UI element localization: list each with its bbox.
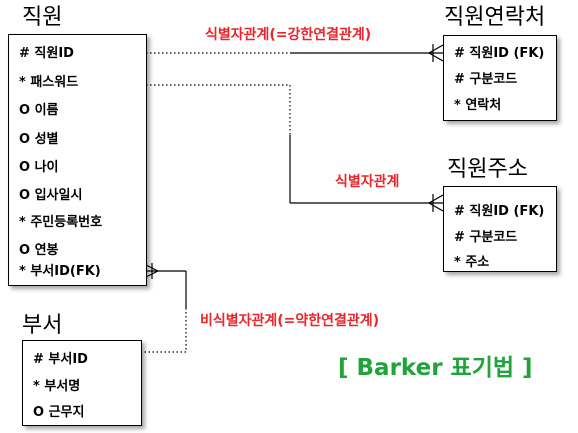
attribute: # 부서ID bbox=[33, 352, 88, 367]
attribute: O 이름 bbox=[19, 103, 59, 118]
relationship-label-non-identifying-weak: 비식별자관계(=약한연결관계) bbox=[200, 313, 380, 329]
relationship-label-identifying-strong: 식별자관계(=강한연결관계) bbox=[205, 27, 372, 43]
entity-title-employee-contact: 직원연락처 bbox=[444, 5, 546, 30]
attribute: * 부서명 bbox=[33, 379, 81, 394]
attribute: # 구분코드 bbox=[454, 72, 518, 87]
attribute: # 직원ID (FK) bbox=[454, 204, 545, 219]
rel-contact-crowfoot-bottom bbox=[428, 52, 444, 62]
attribute: O 근무지 bbox=[33, 405, 85, 420]
attribute: * 부서ID(FK) bbox=[19, 264, 101, 279]
attribute: O 나이 bbox=[19, 160, 59, 175]
attribute: * 패스워드 bbox=[19, 75, 79, 90]
entity-box-employee: # 직원ID * 패스워드 O 이름 O 성별 O 나이 O 입사일시 * 주민… bbox=[8, 34, 147, 286]
entity-title-employee: 직원 bbox=[22, 5, 63, 30]
attribute: * 주민등록번호 bbox=[19, 215, 103, 230]
attribute: O 연봉 bbox=[19, 243, 59, 258]
entity-title-employee-address: 직원주소 bbox=[447, 157, 528, 182]
entity-box-department: # 부서ID * 부서명 O 근무지 bbox=[22, 340, 142, 426]
entity-box-employee-contact: # 직원ID (FK) # 구분코드 * 연락처 bbox=[443, 35, 557, 121]
rel-address-crowfoot-top bbox=[428, 194, 444, 204]
rel-address-crowfoot-bottom bbox=[428, 202, 444, 212]
attribute: # 직원ID (FK) bbox=[454, 46, 545, 61]
attribute: * 연락처 bbox=[454, 98, 502, 113]
entity-title-department: 부서 bbox=[22, 313, 63, 338]
attribute: O 입사일시 bbox=[19, 188, 83, 203]
rel-contact-crowfoot-top bbox=[428, 44, 444, 54]
relationship-label-identifying: 식별자관계 bbox=[335, 174, 400, 190]
attribute: O 성별 bbox=[19, 132, 59, 147]
notation-caption: [ Barker 표기법 ] bbox=[338, 355, 533, 381]
attribute: # 직원ID bbox=[19, 46, 74, 61]
attribute: * 주소 bbox=[454, 255, 490, 270]
entity-box-employee-address: # 직원ID (FK) # 구분코드 * 주소 bbox=[443, 186, 557, 272]
attribute: # 구분코드 bbox=[454, 230, 518, 245]
